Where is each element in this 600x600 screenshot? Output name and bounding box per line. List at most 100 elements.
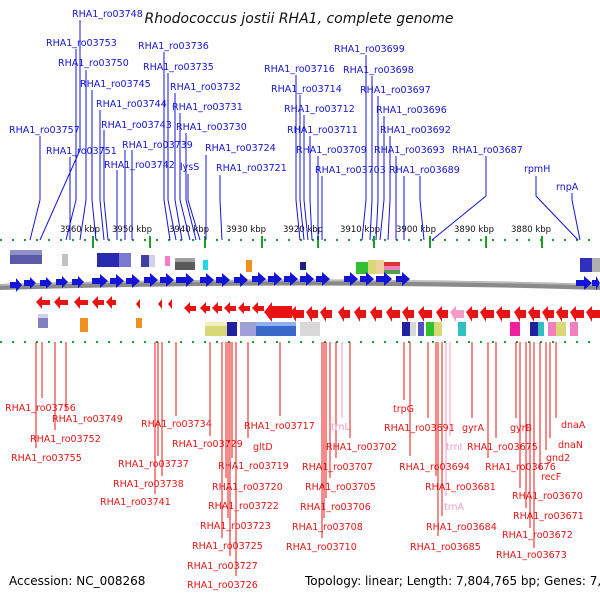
leader-line xyxy=(387,136,391,241)
gene-label-RHA1_ro03698: RHA1_ro03698 xyxy=(343,65,414,76)
gene-label-RHA1_ro03703: RHA1_ro03703 xyxy=(315,165,386,176)
gene-label-trnL: trnL xyxy=(331,422,350,433)
bottom-gene-labels: RHA1_ro03756 RHA1_ro03749 RHA1_ro03752 R… xyxy=(5,403,586,591)
gene-label-trpG: trpG xyxy=(393,404,414,415)
gene-label-RHA1_ro03721: RHA1_ro03721 xyxy=(216,163,287,174)
gene-label-RHA1_ro03738: RHA1_ro03738 xyxy=(113,479,184,490)
gene-arrow xyxy=(592,276,600,290)
tick-label-3910: 3910 kbp xyxy=(340,225,380,235)
domain-block xyxy=(384,262,400,266)
gene-arrow xyxy=(36,296,50,309)
gene-label-RHA1_ro03707: RHA1_ro03707 xyxy=(302,462,373,473)
leader-line xyxy=(39,20,81,241)
gene-label-RHA1_ro03743: RHA1_ro03743 xyxy=(101,120,172,131)
gene-label-RHA1_ro03722: RHA1_ro03722 xyxy=(208,501,279,512)
gene-label-RHA1_ro03719: RHA1_ro03719 xyxy=(218,461,289,472)
gene-label-rpmH: rpmH xyxy=(524,164,550,175)
gene-label-RHA1_ro03712: RHA1_ro03712 xyxy=(284,104,355,115)
leader-line xyxy=(571,193,581,241)
gene-label-RHA1_ro03723: RHA1_ro03723 xyxy=(200,521,271,532)
gene-label-RHA1_ro03714: RHA1_ro03714 xyxy=(271,84,342,95)
leader-line xyxy=(379,116,385,241)
gene-arrow xyxy=(360,272,374,286)
leader-line xyxy=(375,96,379,241)
leader-line xyxy=(91,90,97,241)
top-gene-labels: RHA1_ro03748 RHA1_ro03753 RHA1_ro03736 R… xyxy=(9,9,579,193)
gene-arrow xyxy=(386,306,400,322)
gene-arrow xyxy=(370,306,382,322)
gene-arrow xyxy=(306,306,318,322)
domain-block xyxy=(119,253,131,267)
gene-label-gnd2: gnd2 xyxy=(546,453,570,464)
gene-label-RHA1_ro03749: RHA1_ro03749 xyxy=(52,414,123,425)
gene-arrow xyxy=(316,272,330,286)
domain-block xyxy=(38,314,48,318)
gene-label-RHA1_ro03752: RHA1_ro03752 xyxy=(30,434,101,445)
gene-label-RHA1_ro03720: RHA1_ro03720 xyxy=(212,482,283,493)
gene-label-RHA1_ro03716: RHA1_ro03716 xyxy=(264,64,335,75)
gene-label-RHA1_ro03710: RHA1_ro03710 xyxy=(286,542,357,553)
leader-line xyxy=(187,174,201,241)
gene-label-RHA1_ro03756: RHA1_ro03756 xyxy=(5,403,76,414)
bottom-leader-lines xyxy=(35,342,557,576)
gene-arrow xyxy=(224,302,236,314)
gene-label-RHA1_ro03753: RHA1_ro03753 xyxy=(46,38,117,49)
domain-block xyxy=(246,260,252,272)
gene-arrow xyxy=(184,302,196,314)
domain-block xyxy=(10,250,42,255)
tick-label-3960: 3960 kbp xyxy=(60,225,100,235)
domain-block xyxy=(356,262,368,274)
gene-arrow xyxy=(106,296,116,309)
domain-block xyxy=(402,322,410,336)
gene-arrow xyxy=(54,296,68,309)
leader-line xyxy=(179,113,191,241)
gene-arrow xyxy=(238,302,250,314)
gene-label-gyrA: gyrA xyxy=(462,423,485,434)
gene-arrow xyxy=(514,306,526,322)
gene-arrow xyxy=(56,276,68,288)
gene-label-RHA1_ro03708: RHA1_ro03708 xyxy=(292,522,363,533)
gene-arrow xyxy=(354,306,366,322)
gene-arrow xyxy=(72,276,84,288)
gene-arrow xyxy=(200,273,214,287)
gene-arrow xyxy=(136,299,140,309)
domain-block xyxy=(410,322,416,336)
gene-label-dnaN: dnaN xyxy=(558,440,583,451)
gene-label-RHA1_ro03675: RHA1_ro03675 xyxy=(467,442,538,453)
gene-arrow xyxy=(344,272,358,286)
leader-line xyxy=(174,93,183,241)
domain-block xyxy=(165,256,170,266)
leader-line xyxy=(167,73,177,241)
gene-arrow xyxy=(252,272,266,286)
gene-label-RHA1_ro03744: RHA1_ro03744 xyxy=(96,99,167,110)
gene-label-RHA1_ro03706: RHA1_ro03706 xyxy=(300,502,371,513)
gene-label-RHA1_ro03755: RHA1_ro03755 xyxy=(11,453,82,464)
gene-arrow xyxy=(234,273,248,287)
leader-line xyxy=(309,136,313,241)
gene-arrow xyxy=(576,276,592,290)
domain-block xyxy=(384,266,400,270)
topology-text: Topology: linear; Length: 7,804,765 bp; … xyxy=(304,574,600,588)
gene-label-RHA1_ro03745: RHA1_ro03745 xyxy=(80,79,151,90)
gene-label-RHA1_ro03705: RHA1_ro03705 xyxy=(305,482,376,493)
domain-block xyxy=(62,254,68,266)
gene-label-RHA1_ro03696: RHA1_ro03696 xyxy=(376,105,447,116)
gene-label-recF: recF xyxy=(541,472,561,483)
bottom-domain-blocks xyxy=(38,314,578,336)
gene-arrow xyxy=(556,306,568,322)
leader-line xyxy=(361,55,367,241)
domain-block xyxy=(80,318,88,332)
gene-label-trnA: trnA xyxy=(444,502,464,513)
domain-block xyxy=(570,322,578,336)
gene-arrow xyxy=(402,306,414,322)
domain-block xyxy=(592,258,600,272)
top-domain-blocks xyxy=(10,250,600,274)
gene-label-RHA1_ro03702: RHA1_ro03702 xyxy=(326,442,397,453)
gene-label-RHA1_ro03750: RHA1_ro03750 xyxy=(58,58,129,69)
gene-label-rnpA: rnpA xyxy=(556,182,579,193)
gene-arrow xyxy=(480,306,494,322)
gene-label-RHA1_ro03672: RHA1_ro03672 xyxy=(502,530,573,541)
top-leader-lines xyxy=(29,20,581,241)
